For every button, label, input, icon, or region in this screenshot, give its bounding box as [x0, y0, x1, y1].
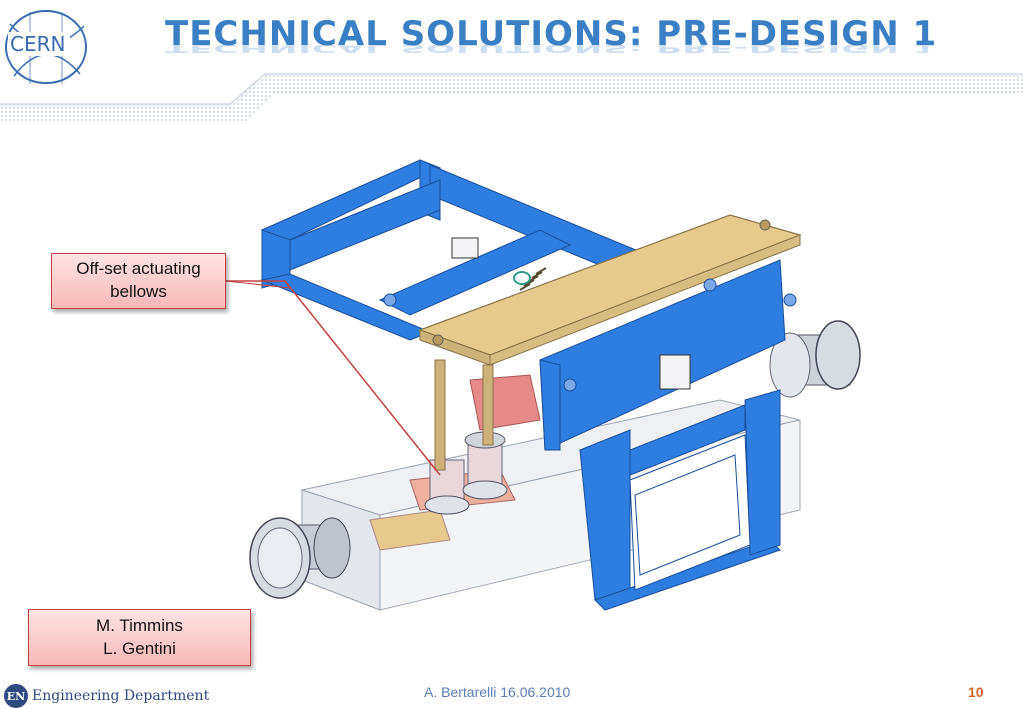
cern-logo: CERN	[5, 10, 87, 84]
page-title-reflection: TECHNICAL SOLUTIONS: PRE-DESIGN 1	[165, 41, 938, 56]
author-name: L. Gentini	[103, 639, 176, 658]
actuator-rod-left	[434, 359, 446, 471]
page-number: 10	[968, 684, 984, 700]
left-end-flange	[249, 517, 351, 599]
clamp-blocks	[451, 237, 691, 390]
header-band	[0, 73, 1023, 122]
top-plate	[418, 214, 802, 366]
en-badge-icon: EN	[4, 684, 28, 708]
bellows-callout: Off-set actuating bellows	[51, 253, 226, 309]
cad-assembly-drawing	[249, 159, 861, 611]
authors-callout: M. Timmins L. Gentini	[28, 609, 251, 666]
footer-department-logo: EN Engineering Department	[4, 684, 209, 708]
spring	[513, 267, 547, 291]
callout-line: Off-set actuating	[76, 259, 201, 278]
author-name: M. Timmins	[96, 616, 183, 635]
actuator-rod-right	[482, 364, 494, 446]
callout-line: bellows	[110, 282, 167, 301]
footer-author-date: A. Bertarelli 16.06.2010	[424, 684, 571, 700]
page-title: TECHNICAL SOLUTIONS: PRE-DESIGN 1	[165, 14, 938, 54]
cern-logo-text: CERN	[10, 32, 65, 56]
right-end-flange	[769, 320, 861, 398]
department-name: Engineering Department	[32, 688, 210, 704]
blue-support-frame	[260, 159, 786, 611]
